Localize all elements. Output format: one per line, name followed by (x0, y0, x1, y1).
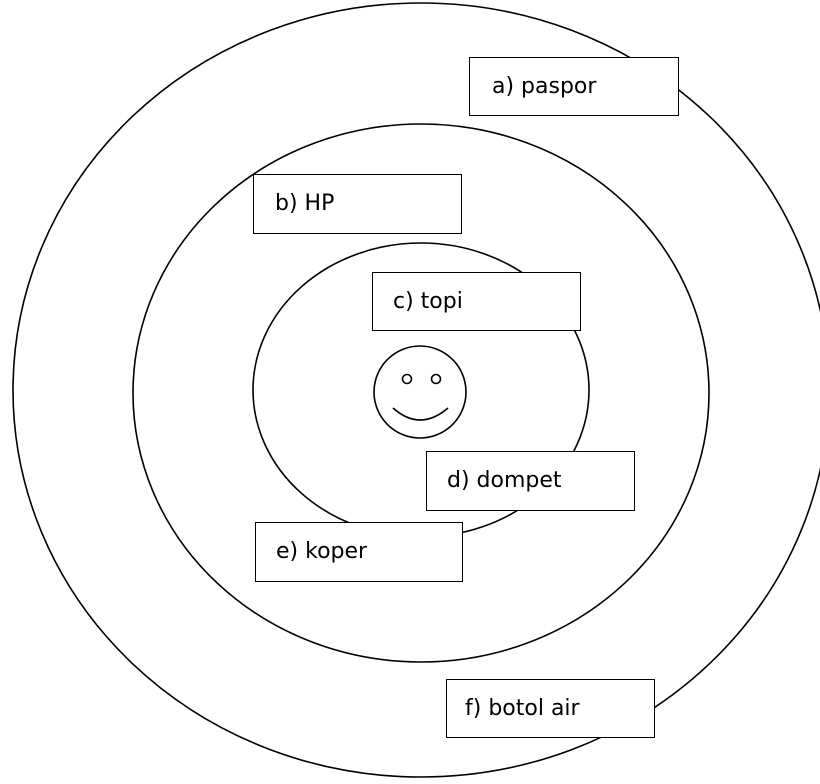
label-box-topi: c) topi (372, 272, 581, 331)
label-topi: c) topi (393, 288, 463, 314)
label-hp: b) HP (275, 191, 335, 216)
label-box-hp: b) HP (253, 174, 462, 234)
label-box-dompet: d) dompet (426, 451, 635, 511)
right-eye (430, 373, 442, 385)
label-koper: e) koper (276, 539, 368, 564)
label-paspor: a) paspor (492, 73, 597, 99)
face-outline (373, 345, 467, 439)
left-eye (401, 373, 413, 385)
smiley-face-icon (373, 345, 467, 439)
label-dompet: d) dompet (447, 468, 562, 493)
label-botol-air: f) botol air (465, 695, 580, 721)
label-box-paspor: a) paspor (469, 57, 679, 116)
smile-mouth (392, 407, 449, 421)
label-box-koper: e) koper (255, 522, 463, 582)
label-box-botol-air: f) botol air (446, 679, 655, 738)
outer-ring (12, 2, 820, 778)
middle-ring (132, 123, 710, 663)
